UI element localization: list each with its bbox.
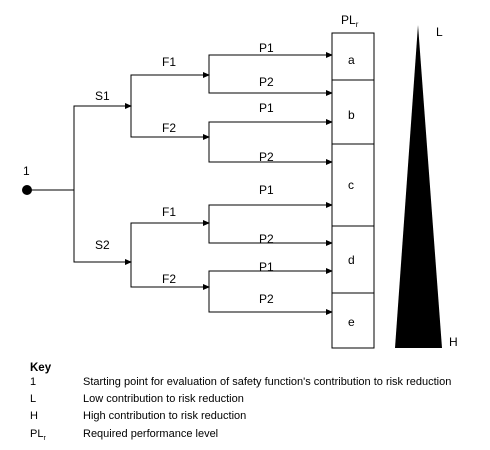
plr-boxes: [331, 32, 375, 349]
label-p2-b: P2: [259, 150, 274, 164]
label-p1-a: P1: [259, 41, 274, 55]
plr-level-c: c: [348, 178, 354, 192]
plr-box-d: [331, 225, 375, 294]
start-point-label: 1: [23, 164, 30, 178]
plr-box-c: [331, 143, 375, 227]
plr-box-e: [331, 292, 375, 349]
plr-level-b: b: [348, 108, 355, 122]
legend-description: Low contribution to risk reduction: [83, 393, 244, 406]
legend-description: Starting point for evaluation of safety …: [83, 376, 452, 388]
plr-header: PLr: [341, 13, 359, 29]
legend-title: Key: [30, 362, 52, 374]
legend-symbol: L: [30, 393, 37, 406]
label-f2-lower: F2: [162, 272, 176, 286]
label-s2: S2: [95, 238, 110, 252]
label-p2-d: P2: [259, 292, 274, 306]
severity-branches: [73, 103, 132, 265]
legend-symbol: H: [30, 410, 38, 423]
label-p2-c: P2: [259, 232, 274, 246]
frequency-branches: [130, 72, 210, 290]
plr-level-e: e: [348, 315, 355, 329]
legend-row: H High contribution to risk reduction: [30, 410, 470, 427]
plr-box-a: [331, 32, 375, 81]
legend-symbol: PLr: [30, 427, 46, 442]
plr-level-d: d: [348, 253, 355, 267]
legend-description: Required performance level: [83, 427, 219, 440]
legend-description: High contribution to risk reduction: [83, 410, 247, 423]
plr-level-a: a: [348, 53, 355, 67]
legend-symbol: 1: [30, 376, 37, 388]
plr-box-b: [331, 79, 375, 145]
label-s1: S1: [95, 89, 110, 103]
legend-row: PLr Required performance level: [30, 428, 470, 445]
label-p1-b: P1: [259, 101, 274, 115]
label-f1-lower: F1: [162, 205, 176, 219]
scale-high-label: H: [449, 335, 458, 349]
label-p1-d: P1: [259, 260, 274, 274]
legend-row: L Low contribution to risk reduction: [30, 393, 470, 410]
scale-low-label: L: [436, 25, 443, 39]
label-p2-a: P2: [259, 75, 274, 89]
possibility-branches: [208, 52, 333, 315]
label-f1-upper: F1: [162, 55, 176, 69]
risk-reduction-scale: [395, 25, 442, 348]
risk-graph: 1 S1 S2 F1 F2 F1 F2 P1 P2 P1 P2 P1 P2 P1…: [22, 13, 458, 349]
legend-row: 1 Starting point for evaluation of safet…: [30, 376, 470, 393]
label-f2-upper: F2: [162, 121, 176, 135]
label-p1-c: P1: [259, 183, 274, 197]
legend: Key 1 Starting point for evaluation of s…: [30, 362, 470, 445]
